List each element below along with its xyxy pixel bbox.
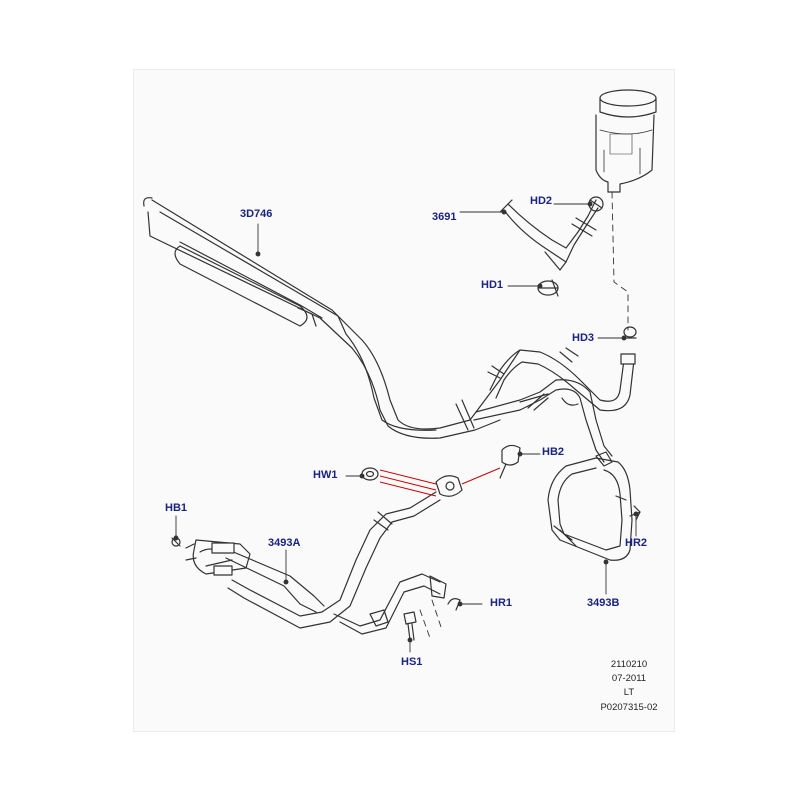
diagram-region: LT	[623, 687, 635, 698]
fluid-reservoir	[595, 89, 657, 193]
diagram-date: 07-2011	[611, 673, 647, 684]
washer-hw1-drawing	[361, 467, 379, 481]
hose-3691-drawing	[499, 199, 599, 271]
return-hose-drawing	[489, 347, 636, 412]
clamp-hd3-drawing	[623, 326, 637, 338]
pressure-hose-3493b-drawing	[473, 379, 641, 561]
label-hb2: HB2	[542, 446, 565, 458]
label-3d746: 3D746	[240, 208, 273, 220]
assembly-guide-lines	[419, 191, 629, 639]
label-3493a: 3493A	[268, 537, 301, 549]
retainer-hr2-drawing	[633, 505, 641, 521]
diagram-sheet	[133, 69, 675, 732]
bolt-hb2-drawing	[499, 444, 521, 479]
pressure-hose-3493a-drawing	[185, 491, 447, 635]
banjo-fitting-drawing	[435, 475, 463, 497]
clamp-hd2-tab	[589, 199, 603, 209]
callout-leader-lines	[173, 201, 639, 653]
label-hr2: HR2	[625, 537, 648, 549]
label-hb1: HB1	[165, 502, 188, 514]
label-hd1: HD1	[481, 279, 504, 291]
label-3691: 3691	[432, 211, 457, 223]
retainer-hr1-drawing	[447, 598, 461, 611]
cooler-line-3d746-drawing	[143, 197, 521, 439]
label-hd3: HD3	[572, 332, 595, 344]
washer-assembly-arrows	[379, 467, 501, 497]
label-hr1: HR1	[490, 597, 513, 609]
label-hw1: HW1	[313, 469, 338, 481]
label-3493b: 3493B	[587, 597, 620, 609]
label-hs1: HS1	[401, 656, 423, 668]
screw-hs1-drawing	[403, 611, 417, 641]
diagram-code: 2110210	[610, 659, 648, 670]
diagram-reference: P0207315-02	[600, 702, 658, 713]
label-hd2: HD2	[530, 195, 553, 207]
